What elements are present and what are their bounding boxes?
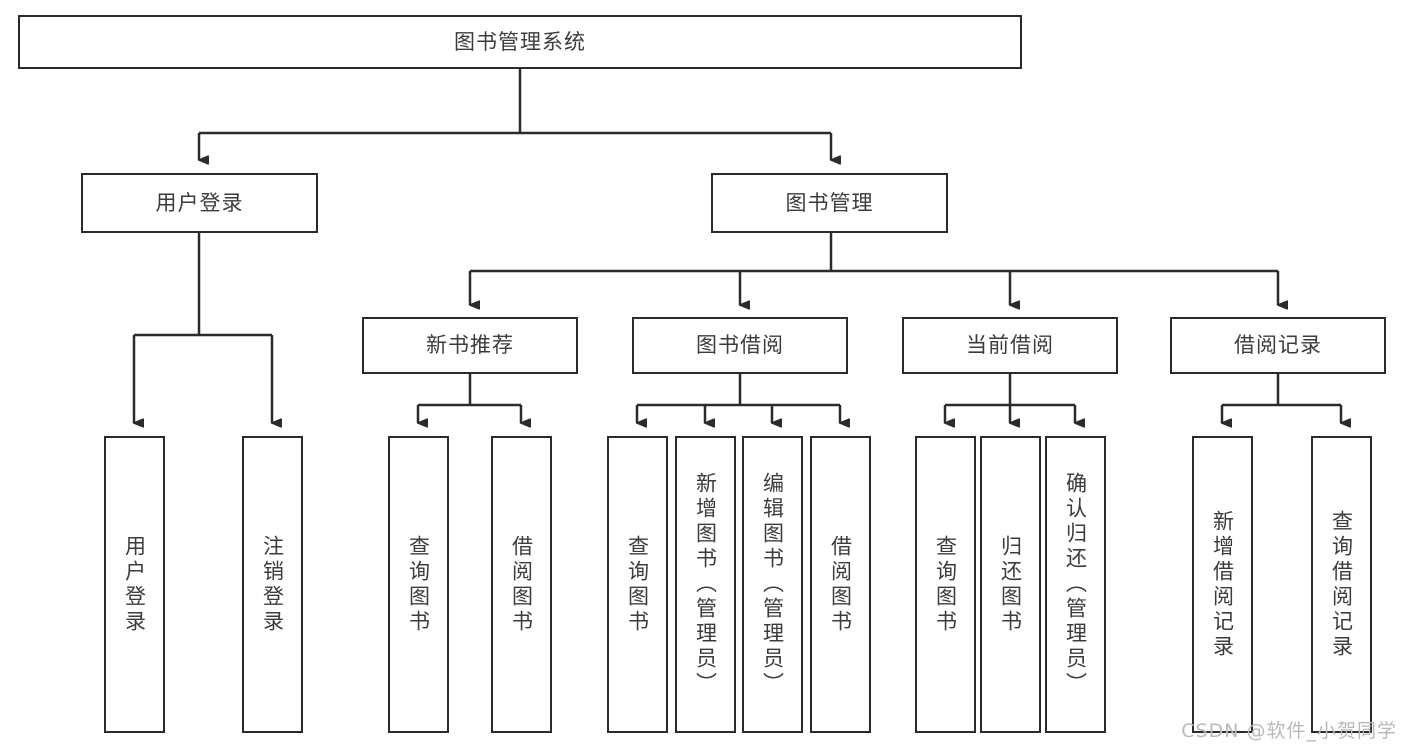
node-new-book-recommend-label: 新书推荐	[426, 333, 514, 358]
leaf-book-borrow-edit[interactable]: 编辑图书（管理员）	[742, 436, 803, 733]
leaf-user-login-login[interactable]: 用户登录	[104, 436, 165, 733]
node-new-book-recommend[interactable]: 新书推荐	[362, 317, 578, 374]
node-book-management[interactable]: 图书管理	[711, 173, 948, 233]
leaf-label: 查询图书	[625, 534, 650, 635]
leaf-label: 查询图书	[933, 534, 958, 635]
node-book-borrow-label: 图书借阅	[696, 333, 784, 358]
leaf-borrow-record-add[interactable]: 新增借阅记录	[1192, 436, 1253, 733]
leaf-book-borrow-query[interactable]: 查询图书	[607, 436, 668, 733]
leaf-book-borrow-add[interactable]: 新增图书（管理员）	[675, 436, 736, 733]
leaf-label: 新增图书（管理员）	[693, 472, 718, 697]
leaf-user-login-logout[interactable]: 注销登录	[242, 436, 303, 733]
leaf-label: 借阅图书	[828, 534, 853, 635]
leaf-label: 借阅图书	[509, 534, 534, 635]
leaf-current-borrow-return[interactable]: 归还图书	[980, 436, 1041, 733]
leaf-label: 查询借阅记录	[1329, 509, 1354, 660]
node-current-borrow-label: 当前借阅	[966, 333, 1054, 358]
leaf-label: 编辑图书（管理员）	[760, 472, 785, 697]
node-book-management-label: 图书管理	[785, 190, 874, 215]
node-user-login[interactable]: 用户登录	[81, 173, 318, 233]
node-root-label: 图书管理系统	[454, 29, 586, 54]
node-book-borrow[interactable]: 图书借阅	[632, 317, 848, 374]
leaf-label: 新增借阅记录	[1210, 509, 1235, 660]
leaf-new-book-query[interactable]: 查询图书	[388, 436, 449, 733]
leaf-current-borrow-confirm-return[interactable]: 确认归还（管理员）	[1045, 436, 1106, 733]
node-current-borrow[interactable]: 当前借阅	[902, 317, 1118, 374]
leaf-new-book-borrow[interactable]: 借阅图书	[491, 436, 552, 733]
leaf-label: 归还图书	[998, 534, 1023, 635]
node-root-book-management-system[interactable]: 图书管理系统	[18, 15, 1022, 69]
leaf-current-borrow-query[interactable]: 查询图书	[915, 436, 976, 733]
leaf-borrow-record-query[interactable]: 查询借阅记录	[1311, 436, 1372, 733]
leaf-book-borrow-borrow[interactable]: 借阅图书	[810, 436, 871, 733]
node-borrow-record-label: 借阅记录	[1234, 333, 1322, 358]
leaf-label: 确认归还（管理员）	[1063, 472, 1088, 697]
node-borrow-record[interactable]: 借阅记录	[1170, 317, 1386, 374]
leaf-label: 查询图书	[406, 534, 431, 635]
leaf-label: 用户登录	[122, 534, 147, 635]
leaf-label: 注销登录	[260, 534, 285, 635]
node-user-login-label: 用户登录	[155, 190, 244, 215]
